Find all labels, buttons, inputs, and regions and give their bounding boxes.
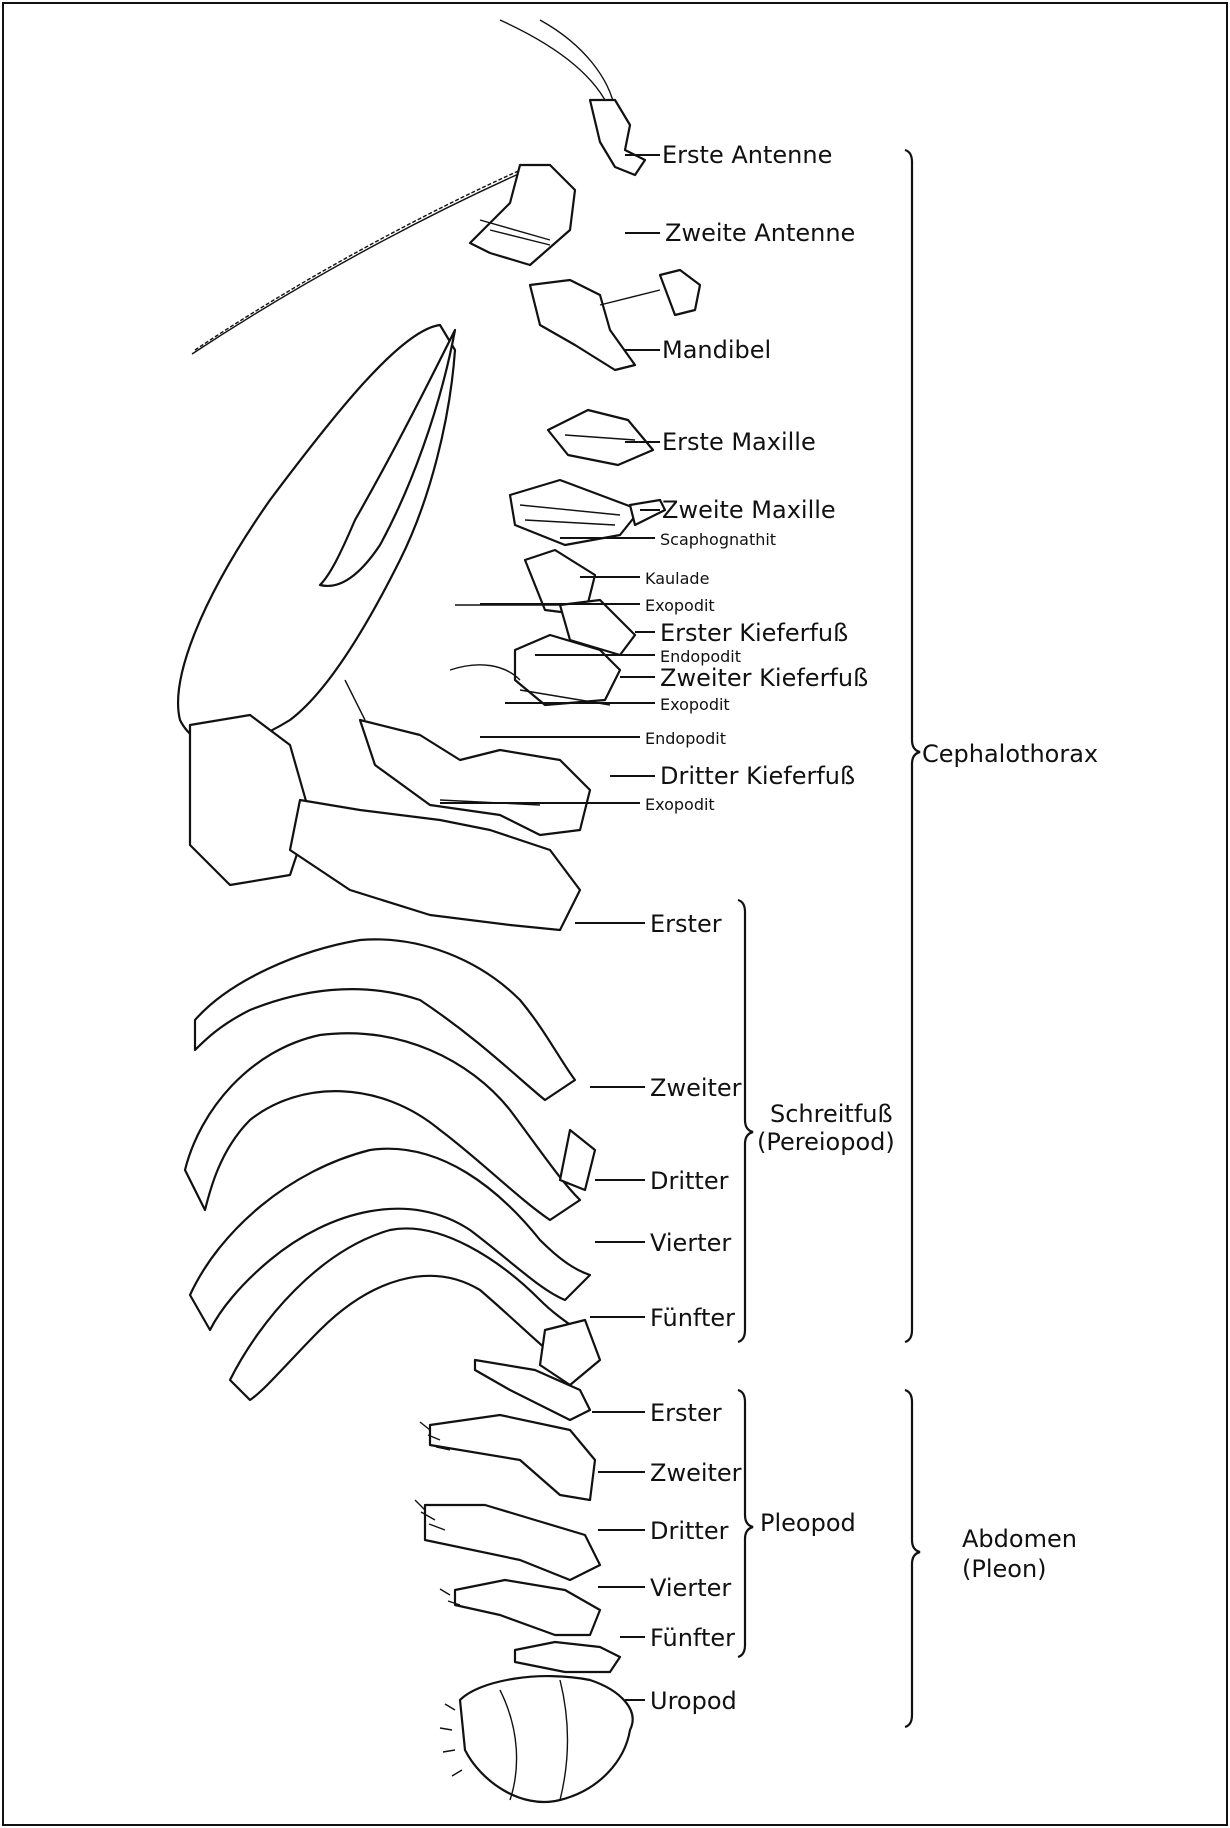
first-antenna-drawing bbox=[500, 20, 645, 175]
pleopod-4-drawing bbox=[440, 1580, 600, 1635]
label-pereiopod-group: (Pereiopod) bbox=[757, 1128, 895, 1156]
label-zweiter-kieferfuss: Zweiter Kieferfuß bbox=[660, 664, 868, 692]
label-erste-maxille: Erste Maxille bbox=[662, 428, 816, 456]
label-endopodit-2: Endopodit bbox=[645, 729, 726, 748]
label-pleopod-1: Erster bbox=[650, 1399, 722, 1427]
label-pereiopod-1: Erster bbox=[650, 910, 722, 938]
label-uropod: Uropod bbox=[650, 1687, 737, 1715]
label-kaulade: Kaulade bbox=[645, 569, 709, 588]
label-pereiopod-3: Dritter bbox=[650, 1167, 729, 1195]
label-zweite-antenne: Zweite Antenne bbox=[665, 219, 855, 247]
cheliped-drawing bbox=[178, 325, 580, 930]
label-exopodit-1: Exopodit bbox=[645, 596, 715, 615]
label-pleon: (Pleon) bbox=[962, 1555, 1047, 1583]
label-exopodit-2: Exopodit bbox=[660, 695, 730, 714]
label-pleopod-2: Zweiter bbox=[650, 1459, 742, 1487]
label-abdomen: Abdomen bbox=[962, 1525, 1077, 1553]
label-schreitfuss: Schreitfuß bbox=[770, 1100, 893, 1128]
label-pleopod-5: Fünfter bbox=[650, 1624, 735, 1652]
label-exopodit-3: Exopodit bbox=[645, 795, 715, 814]
label-pleopod-3: Dritter bbox=[650, 1517, 729, 1545]
label-pereiopod-4: Vierter bbox=[650, 1229, 731, 1257]
first-maxilla-drawing bbox=[548, 410, 653, 465]
label-pleopod-4: Vierter bbox=[650, 1574, 731, 1602]
label-pereiopod-2: Zweiter bbox=[650, 1074, 742, 1102]
pleopod-brace bbox=[738, 1390, 753, 1657]
cephalothorax-brace bbox=[905, 150, 920, 1342]
schreitfuss-brace bbox=[738, 900, 753, 1342]
label-scaphognathit: Scaphognathit bbox=[660, 530, 776, 549]
label-erste-antenne: Erste Antenne bbox=[662, 141, 832, 169]
pleopod-2-drawing bbox=[420, 1415, 595, 1500]
label-cephalothorax: Cephalothorax bbox=[922, 740, 1098, 768]
label-pereiopod-5: Fünfter bbox=[650, 1304, 735, 1332]
uropod-drawing bbox=[440, 1676, 633, 1802]
label-erster-kieferfuss: Erster Kieferfuß bbox=[660, 619, 848, 647]
abdomen-brace bbox=[905, 1390, 920, 1727]
pleopod-5-drawing bbox=[515, 1642, 620, 1672]
label-dritter-kieferfuss: Dritter Kieferfuß bbox=[660, 762, 855, 790]
label-zweite-maxille: Zweite Maxille bbox=[662, 496, 836, 524]
second-maxilla-drawing bbox=[510, 480, 665, 545]
second-antenna-drawing bbox=[192, 165, 575, 354]
label-pleopod-group: Pleopod bbox=[760, 1509, 856, 1537]
label-mandibel: Mandibel bbox=[662, 336, 771, 364]
pleopod-3-drawing bbox=[415, 1500, 600, 1580]
